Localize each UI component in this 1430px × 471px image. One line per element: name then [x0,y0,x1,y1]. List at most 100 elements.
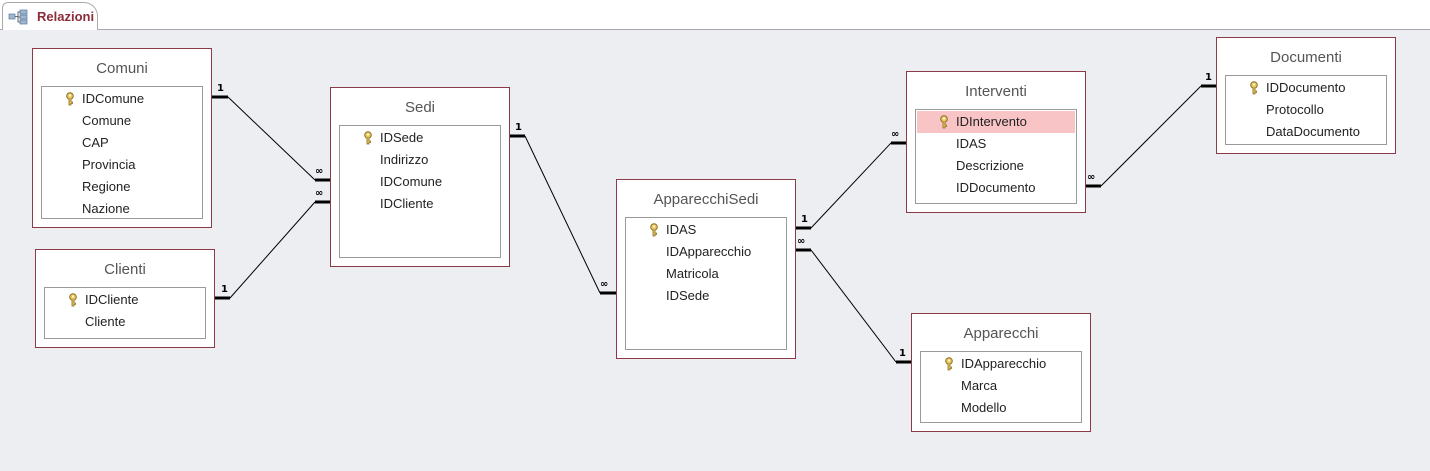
cardinality-one: 1 [899,348,906,359]
cardinality-many: ∞ [891,129,900,140]
field-name: Protocollo [1266,102,1324,117]
field-name: Matricola [666,266,719,281]
primary-key-icon [649,222,659,237]
field-name: IDSede [666,288,710,303]
field-row[interactable]: Modello [922,397,1080,419]
field-name: Comune [82,113,132,128]
cardinality-many: ∞ [1087,172,1096,183]
field-row[interactable]: IDSede [627,285,785,307]
primary-key-field[interactable]: IDAS [627,219,785,241]
field-name: Provincia [82,157,136,172]
tab-divider [0,29,1430,30]
field-row[interactable]: Descrizione [917,155,1075,177]
field-row[interactable]: DataDocumento [1227,121,1385,143]
relationship-apparecchi-apparecchisedi[interactable] [795,248,911,364]
field-name: DataDocumento [1266,124,1360,139]
relationship-clienti-sedi[interactable] [214,200,330,300]
field-row[interactable]: IDAS [917,133,1075,155]
cardinality-one: 1 [1205,72,1212,83]
field-name: Nazione [82,201,130,216]
primary-key-icon [68,292,78,307]
relationship-sedi-apparecchisedi[interactable] [509,134,616,295]
cardinality-many: ∞ [600,279,609,290]
field-row[interactable]: CAP [43,132,201,154]
field-name: IDAS [666,222,697,237]
primary-key-field[interactable]: IDApparecchio [922,353,1080,375]
relationship-comuni-sedi[interactable] [211,95,330,182]
field-row[interactable]: IDDocumento [917,177,1075,199]
field-name: IDComune [82,91,145,106]
primary-key-icon [939,114,949,129]
relationship-documenti-interventi[interactable] [1085,84,1216,188]
field-row[interactable]: Matricola [627,263,785,285]
field-row[interactable]: IDComune [341,171,499,193]
cardinality-one: 1 [515,122,522,133]
primary-key-field[interactable]: IDComune [43,88,201,110]
field-row[interactable]: Cliente [46,311,204,333]
field-row[interactable]: Provincia [43,154,201,176]
field-name: CAP [82,135,109,150]
field-row[interactable]: IDCliente [341,193,499,215]
field-row[interactable]: Comune [43,110,201,132]
field-name: IDApparecchio [961,356,1047,371]
table-title: Interventi [965,83,1027,100]
field-name: IDCliente [380,196,434,211]
field-name: IDComune [380,174,443,189]
field-name: Modello [961,400,1007,415]
cardinality-one: 1 [221,284,228,295]
tab-label: Relazioni [37,9,95,24]
field-name: Marca [961,378,998,393]
field-row[interactable]: Indirizzo [341,149,499,171]
relationships-icon [8,9,28,25]
field-row[interactable]: Protocollo [1227,99,1385,121]
cardinality-one: 1 [801,214,808,225]
field-row[interactable]: Marca [922,375,1080,397]
field-name: IDDocumento [1266,80,1346,95]
cardinality-many: ∞ [315,166,324,177]
primary-key-icon [1249,80,1259,95]
table-title: Sedi [404,99,436,116]
field-name: Indirizzo [380,152,429,167]
field-row[interactable]: Nazione [43,198,201,220]
field-name: IDCliente [85,292,139,307]
field-name: IDIntervento [956,114,1027,129]
table-title: Comuni [96,60,148,77]
field-name: Cliente [85,314,126,329]
primary-key-icon [65,91,75,106]
field-row[interactable]: IDApparecchio [627,241,785,263]
table-title: Apparecchi [963,325,1039,342]
field-name: IDSede [380,130,424,145]
field-name: Descrizione [956,158,1024,173]
relationship-apparecchisedi-interventi[interactable] [795,141,906,230]
field-row[interactable]: Regione [43,176,201,198]
primary-key-field[interactable]: IDCliente [46,289,204,311]
table-title: Documenti [1270,49,1342,66]
primary-key-field[interactable]: IDDocumento [1227,77,1385,99]
document-tab-bar: Relazioni [0,0,1430,30]
field-name: IDApparecchio [666,244,752,259]
field-name: IDAS [956,136,987,151]
field-name: IDDocumento [956,180,1036,195]
table-title: Clienti [104,261,146,278]
cardinality-one: 1 [217,83,224,94]
primary-key-icon [363,130,373,145]
tab-relazioni[interactable]: Relazioni [2,2,98,30]
primary-key-field[interactable]: IDSede [341,127,499,149]
table-title: ApparecchiSedi [653,191,759,208]
primary-key-field[interactable]: IDIntervento [917,111,1075,133]
field-name: Regione [82,179,131,194]
